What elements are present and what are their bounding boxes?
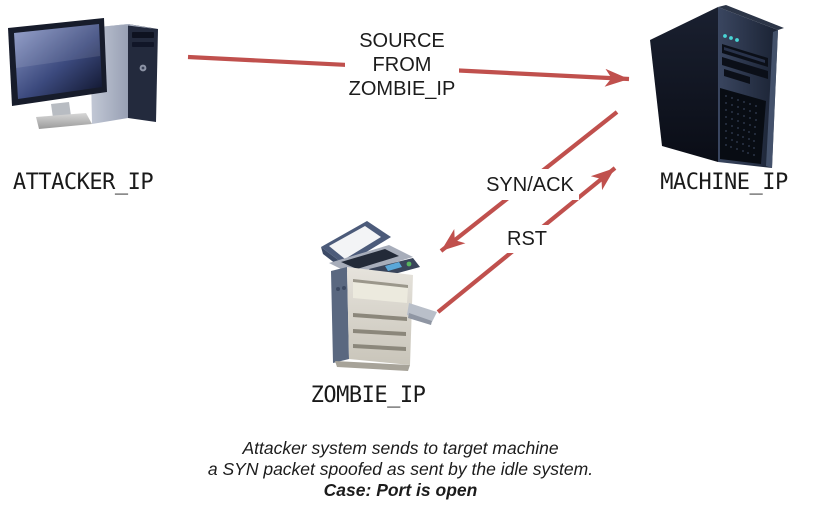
rst-label: RST bbox=[498, 225, 556, 253]
spoofed-syn-label-line1: SOURCE bbox=[359, 30, 445, 52]
spoofed-syn-label-line3: ZOMBIE_IP bbox=[348, 78, 456, 100]
spoofed-syn-label: SOURCE FROM ZOMBIE_IP bbox=[345, 28, 459, 102]
server-tower-icon bbox=[650, 5, 784, 168]
zombie-label: ZOMBIE_IP bbox=[310, 383, 426, 408]
syn-ack-label: SYN/ACK bbox=[481, 169, 579, 200]
machine-label: MACHINE_IP bbox=[660, 170, 788, 195]
copier-printer-icon bbox=[321, 221, 437, 371]
caption-line2: a SYN packet spoofed as sent by the idle… bbox=[207, 459, 594, 479]
attacker-label: ATTACKER_IP bbox=[12, 170, 154, 195]
desktop-computer-icon bbox=[8, 18, 158, 129]
caption-line3: Case: Port is open bbox=[323, 480, 478, 500]
spoofed-syn-label-line2: FROM bbox=[372, 54, 432, 76]
caption-line1: Attacker system sends to target machine bbox=[242, 438, 559, 458]
caption: Attacker system sends to target machine … bbox=[0, 438, 801, 501]
